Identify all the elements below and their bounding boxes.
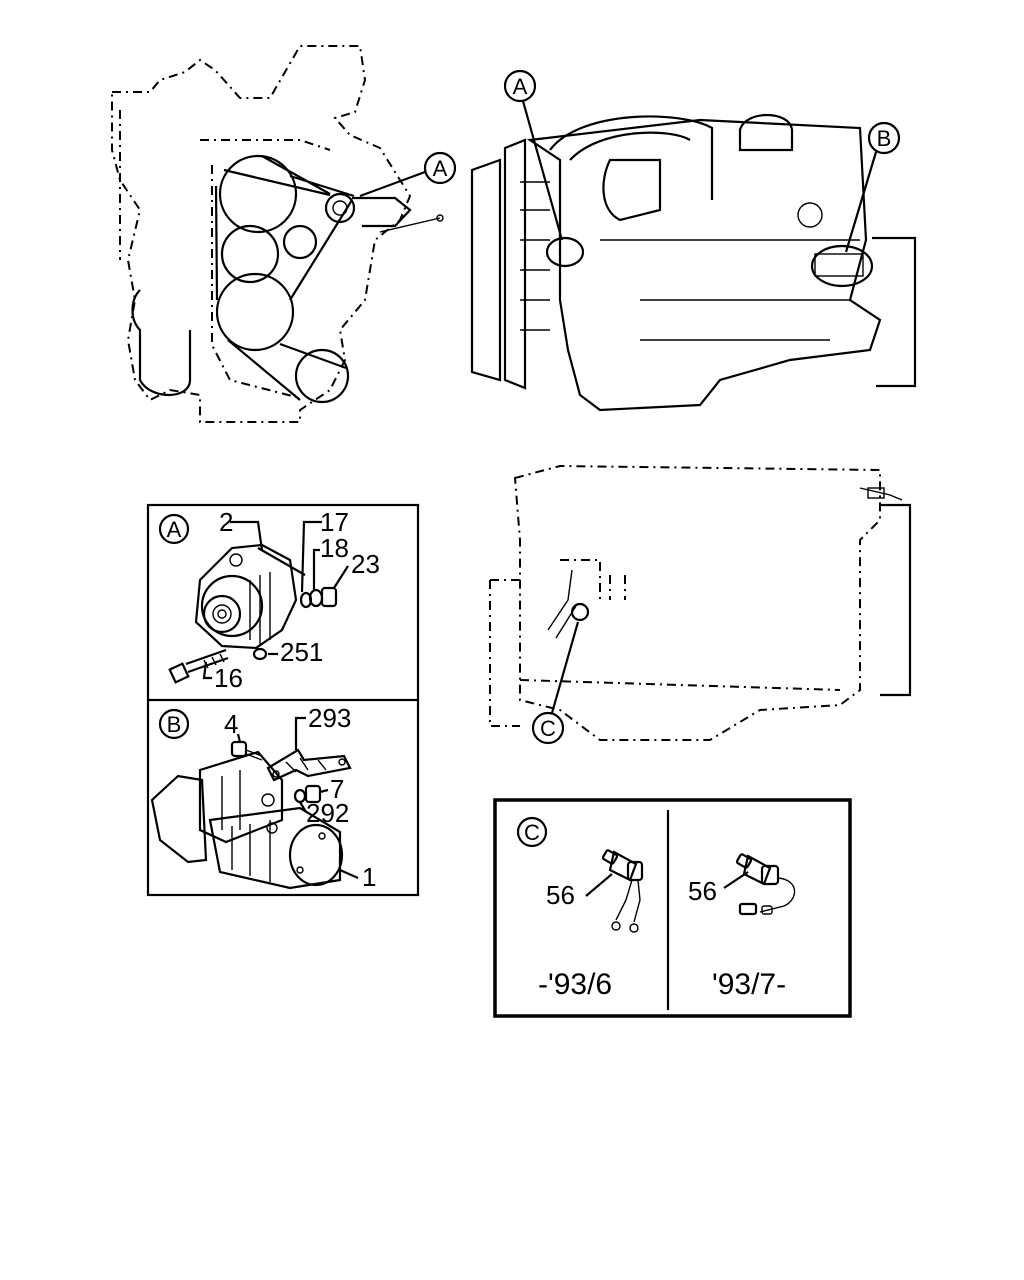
callout-C-view3-label: C	[540, 716, 556, 741]
part-label-56-early: 56	[546, 880, 575, 910]
sender-location-marker	[570, 602, 590, 622]
engine-side-view-lower: C	[489, 464, 912, 745]
part-label-1: 1	[362, 862, 376, 892]
crank-pulley-lower	[215, 272, 295, 352]
panel-B-title-circle	[158, 708, 190, 740]
engine-front-view: A	[111, 45, 457, 423]
panel-C: C 56 -'93/6 56 '93/7-	[493, 798, 852, 1018]
callout-B-view2-label: B	[877, 126, 892, 151]
engine-side-view-upper: A B	[470, 69, 917, 412]
panel-B: B	[150, 703, 376, 892]
callout-A-view1	[423, 151, 457, 185]
oil-pressure-sender-early: 56 -'93/6	[538, 849, 644, 1001]
bolt-16	[168, 648, 229, 684]
washer-nut-stack	[299, 586, 338, 609]
oil-pressure-sender-late: 56 '93/7-	[688, 853, 796, 1001]
small-pulley	[282, 224, 318, 260]
part-label-56-late: 56	[688, 876, 717, 906]
callout-A-view1-label: A	[433, 156, 448, 181]
part-label-17: 17	[320, 507, 349, 537]
panel-A-title-circle	[158, 513, 190, 545]
fan-pulley	[294, 348, 350, 404]
idler-pulley	[220, 224, 280, 284]
part-label-293: 293	[308, 703, 351, 733]
washer-292	[293, 788, 307, 804]
part-label-7: 7	[330, 774, 344, 804]
crank-pulley-upper	[218, 154, 298, 234]
washer-251	[252, 647, 268, 661]
part-label-292: 292	[306, 798, 349, 828]
date-range-late: '93/7-	[712, 968, 786, 1001]
panel-C-title: C	[524, 820, 540, 845]
nut-7	[304, 784, 322, 804]
callout-B-view2	[867, 121, 901, 155]
bolt-4	[230, 740, 263, 761]
part-label-16: 16	[214, 663, 243, 693]
callout-C-view3	[531, 711, 565, 745]
panel-C-frame	[493, 798, 852, 1018]
part-label-23: 23	[351, 549, 380, 579]
callout-A-view2-label: A	[513, 74, 528, 99]
panel-A-title: A	[167, 517, 182, 542]
panel-A: A	[158, 507, 380, 693]
part-label-2: 2	[219, 507, 233, 537]
date-range-early: -'93/6	[538, 968, 612, 1001]
alternator-drawing	[194, 543, 306, 650]
part-label-18: 18	[320, 533, 349, 563]
detail-panels-AB: A	[146, 503, 420, 897]
part-label-251: 251	[280, 637, 323, 667]
bracket-293	[266, 748, 352, 782]
panel-B-title: B	[167, 712, 182, 737]
alternator-pulley	[324, 192, 356, 224]
callout-A-view2	[503, 69, 537, 103]
panel-C-title-circle	[516, 816, 548, 848]
starter-drawing	[150, 750, 344, 890]
part-label-4: 4	[224, 709, 238, 739]
